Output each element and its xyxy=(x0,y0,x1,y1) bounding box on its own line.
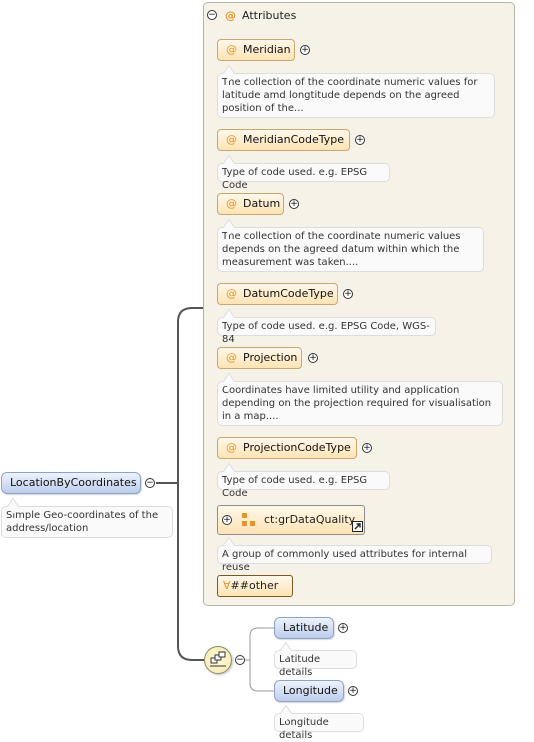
element-latitude[interactable]: Latitude xyxy=(274,617,334,639)
meridian-code-type-doc: Type of code used. e.g. EPSG Code xyxy=(217,163,390,191)
attribute-icon: @ xyxy=(226,43,237,56)
sequence-glyph xyxy=(210,651,226,667)
attributes-icon: @ xyxy=(225,9,236,22)
attribute-projection-code-type[interactable]: @ ProjectionCodeType xyxy=(217,437,357,459)
longitude-doc-text: Longitude details xyxy=(279,717,329,741)
element-longitude[interactable]: Longitude xyxy=(274,680,344,702)
attribute-datum-code-type[interactable]: @ DatumCodeType xyxy=(217,283,338,305)
group-ref-doc-text: A group of commonly used attributes for … xyxy=(222,549,468,573)
longitude-connector xyxy=(249,682,274,692)
longitude-doc: Longitude details xyxy=(274,713,364,741)
attribute-name: ProjectionCodeType xyxy=(243,441,351,454)
attribute-name: Meridian xyxy=(243,43,291,56)
sequence-connector xyxy=(177,483,204,661)
root-element-name: LocationByCoordinates xyxy=(10,476,137,489)
any-attribute-icon: ∀ xyxy=(223,579,231,592)
group-ref-doc: A group of commonly used attributes for … xyxy=(217,545,492,573)
latitude-doc: Latitude details xyxy=(274,650,357,678)
datum-code-type-expand-toggle[interactable]: + xyxy=(343,289,353,299)
meridian-code-type-expand-toggle[interactable]: + xyxy=(355,135,365,145)
root-doc: Simple Geo-coordinates of the address/lo… xyxy=(1,506,173,538)
longitude-expand-toggle[interactable]: + xyxy=(348,686,358,696)
projection-doc: Coordinates have limited utility and app… xyxy=(217,381,503,426)
attribute-icon: @ xyxy=(226,441,237,454)
projection-code-type-doc-text: Type of code used. e.g. EPSG Code xyxy=(222,475,368,499)
datum-doc: The collection of the coordinate numeric… xyxy=(217,227,484,272)
attributes-connector xyxy=(177,307,203,483)
reference-arrow-icon xyxy=(352,521,363,532)
group-ref-data-quality[interactable]: + ct:grDataQuality xyxy=(217,505,365,535)
latitude-doc-text: Latitude details xyxy=(279,654,321,678)
any-attribute-other[interactable]: ∀##other xyxy=(217,575,293,597)
sequence-compositor-icon[interactable] xyxy=(204,646,232,674)
projection-doc-text: Coordinates have limited utility and app… xyxy=(222,385,492,422)
latitude-expand-toggle[interactable]: + xyxy=(338,623,348,633)
attribute-datum[interactable]: @ Datum xyxy=(217,193,284,215)
element-name: Latitude xyxy=(283,621,329,634)
attribute-group-icon xyxy=(242,513,256,527)
attribute-meridian[interactable]: @ Meridian xyxy=(217,39,295,61)
meridian-code-type-doc-text: Type of code used. e.g. EPSG Code xyxy=(222,167,368,191)
meridian-expand-toggle[interactable]: + xyxy=(300,45,310,55)
attribute-name: DatumCodeType xyxy=(243,287,334,300)
latitude-connector xyxy=(249,627,274,637)
group-ref-name: ct:grDataQuality xyxy=(264,513,356,526)
any-attribute-label: ##other xyxy=(230,579,279,592)
attribute-name: Datum xyxy=(243,197,281,210)
projection-expand-toggle[interactable]: + xyxy=(308,353,318,363)
datum-code-type-doc: Type of code used. e.g. EPSG Code, WGS-8… xyxy=(217,317,436,345)
root-element-box[interactable]: LocationByCoordinates xyxy=(1,472,141,494)
attribute-meridian-code-type[interactable]: @ MeridianCodeType xyxy=(217,129,350,151)
attribute-icon: @ xyxy=(226,287,237,300)
attribute-name: Projection xyxy=(243,351,298,364)
element-name: Longitude xyxy=(283,684,338,697)
meridian-doc-text: The collection of the coordinate numeric… xyxy=(222,77,478,114)
attribute-projection[interactable]: @ Projection xyxy=(217,347,302,369)
root-doc-text: Simple Geo-coordinates of the address/lo… xyxy=(6,510,159,534)
attributes-panel-title: Attributes xyxy=(242,9,297,22)
projection-code-type-expand-toggle[interactable]: + xyxy=(362,443,372,453)
attribute-icon: @ xyxy=(226,133,237,146)
attribute-icon: @ xyxy=(226,351,237,364)
attributes-collapse-toggle[interactable]: − xyxy=(207,10,217,20)
meridian-doc: The collection of the coordinate numeric… xyxy=(217,73,495,118)
attribute-name: MeridianCodeType xyxy=(243,133,345,146)
datum-doc-text: The collection of the coordinate numeric… xyxy=(222,231,461,268)
sequence-collapse-toggle[interactable]: − xyxy=(235,655,245,665)
root-collapse-toggle[interactable]: − xyxy=(145,478,155,488)
projection-code-type-doc: Type of code used. e.g. EPSG Code xyxy=(217,471,390,499)
attribute-icon: @ xyxy=(226,197,237,210)
datum-expand-toggle[interactable]: + xyxy=(289,199,299,209)
group-ref-expand-toggle[interactable]: + xyxy=(222,515,232,525)
datum-code-type-doc-text: Type of code used. e.g. EPSG Code, WGS-8… xyxy=(222,321,430,345)
